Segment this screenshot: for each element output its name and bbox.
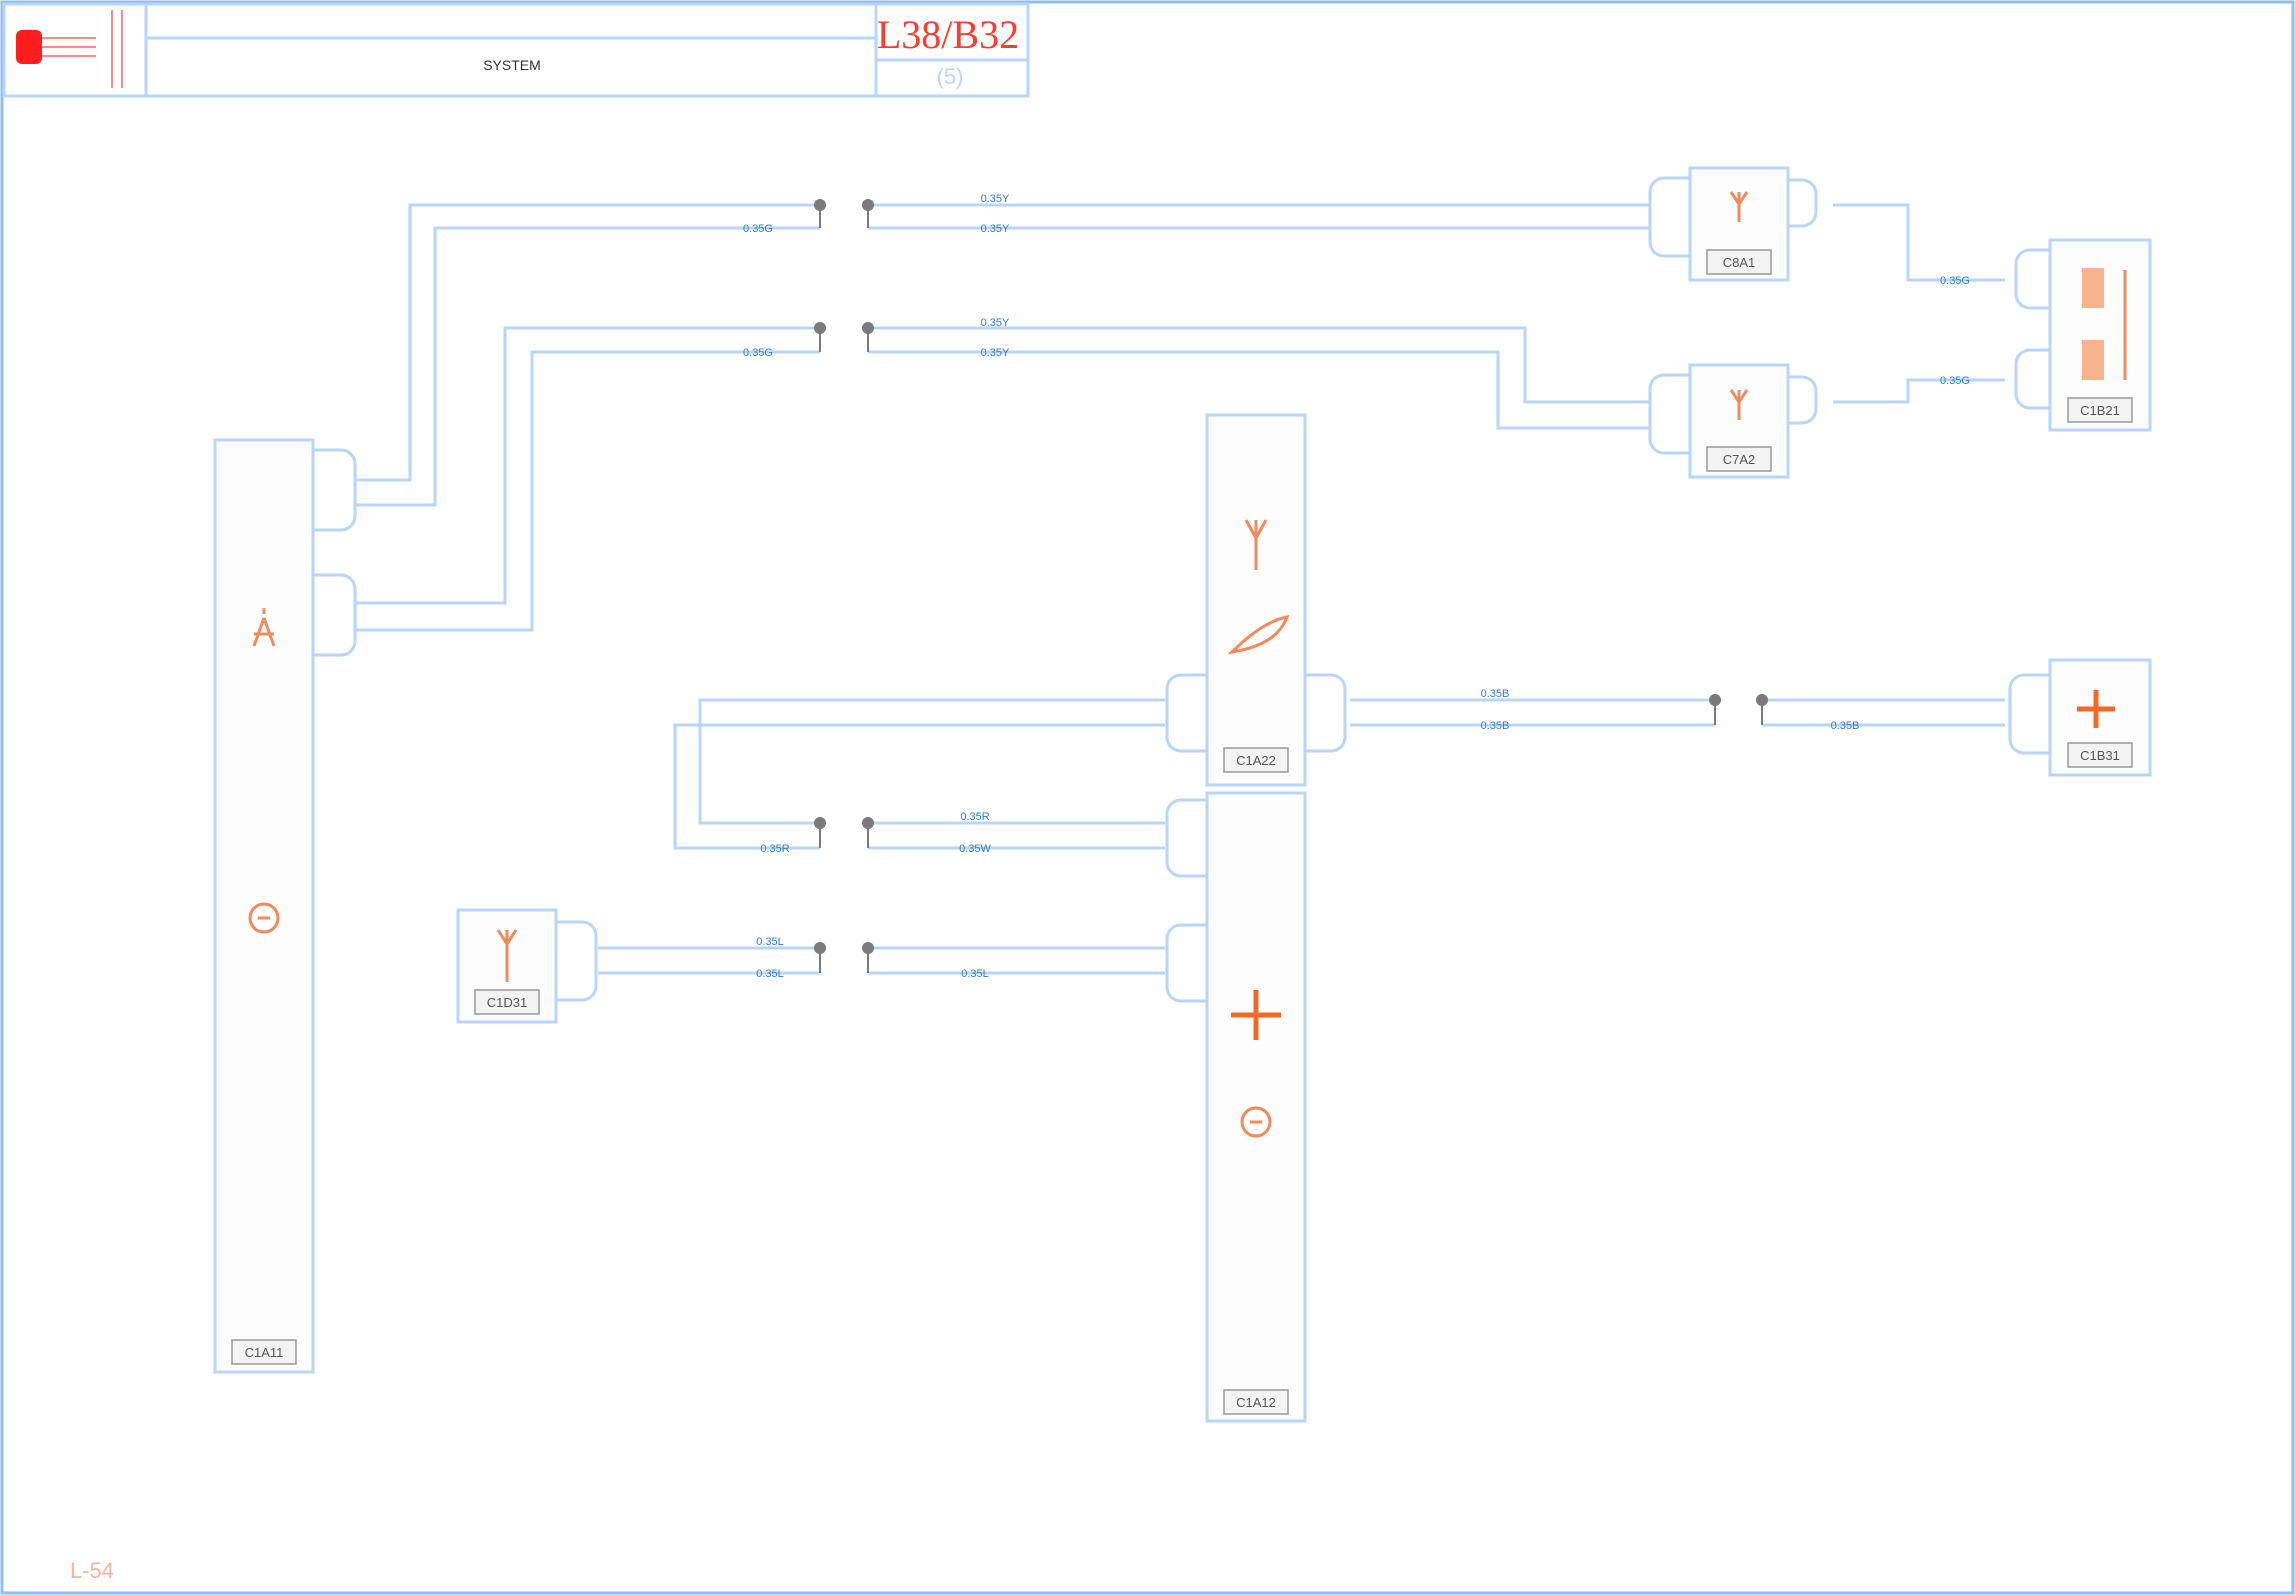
antenna-icon [1244,519,1268,570]
antenna-icon [1729,191,1749,222]
connector [1165,923,1209,1003]
joint-connector [814,322,874,352]
wire-label: 0.35L [961,968,989,980]
title-block-frame [2,2,1030,98]
wire-labels: 0.35Y 0.35G 0.35Y 0.35G 0.35Y 0.35G 0.35… [743,193,1970,980]
diagram-sub-code: (5) [937,64,964,89]
diagram-code: L38/B32 [877,12,1019,57]
joint-connector [814,942,874,973]
wire-label: 0.35G [743,347,773,359]
connector [311,448,357,532]
top-right-sensor-1[interactable]: C8A1 [1648,166,1818,282]
connector [2008,673,2052,755]
wire-label: 0.35L [756,936,784,948]
left-control-module[interactable]: C1A11 [213,438,357,1374]
wire-label: 0.35G [1940,275,1970,287]
bottom-left-sensor[interactable]: C1D31 [456,908,598,1024]
plus-icon [2077,690,2115,728]
plus-icon [1231,990,1281,1040]
circuit-icon [248,902,280,934]
component-tag [474,989,540,1015]
antenna-icon [1729,389,1749,420]
component-code: C1A12 [1236,1395,1276,1410]
connector [1303,673,1347,753]
wire-label: 0.35Y [981,223,1010,235]
component-tag [1223,747,1289,773]
component-tag [1706,446,1772,472]
wire-label: 0.35G [743,223,773,235]
wire-label: 0.35L [756,968,784,980]
component-tag [2067,397,2133,423]
connector [1648,373,1692,455]
antenna-icon [252,608,276,647]
switch-icon [2082,268,2127,380]
center-receiver-module[interactable]: C1A22 [1165,413,1347,787]
component-tag [231,1339,297,1365]
connector [1165,798,1209,878]
wire-label: 0.35B [1831,720,1860,732]
sensor-icon [1227,615,1290,655]
wire-label: 0.35B [1481,720,1510,732]
right-switch-group[interactable]: C1B21 [2014,238,2152,432]
wire-label: 0.35R [960,811,989,823]
component-code: C1A11 [245,1345,284,1360]
system-name: SYSTEM [483,57,541,73]
title-block: SYSTEM L38/B32 (5) [2,2,1030,98]
component-tag [2067,742,2133,768]
component-code: C7A2 [1723,452,1756,467]
component-code: C1B31 [2080,748,2120,763]
wire-label: 0.35B [1481,688,1510,700]
component-tag [1223,1389,1289,1415]
mid-right-actuator[interactable]: C1B31 [2008,658,2152,777]
wire-label: 0.35G [1940,375,1970,387]
connector [1165,673,1209,753]
circuit-icon [1240,1106,1272,1138]
joint-connector [814,199,874,228]
connector [554,920,598,1002]
page-reference: L-54 [70,1558,114,1583]
connector [2014,348,2052,410]
connector [311,573,357,657]
joint-connector [814,817,874,848]
component-code: C1B21 [2080,403,2120,418]
connector [1648,176,1692,258]
connector [1786,375,1818,425]
joint-connectors [814,199,1768,973]
connector [1786,178,1818,228]
antenna-icon [496,929,518,982]
brand-logo [16,10,123,88]
wire-label: 0.35Y [981,193,1010,205]
center-control-module[interactable]: C1A12 [1165,791,1307,1423]
wire-label: 0.35R [760,843,789,855]
component-code: C1D31 [487,995,527,1010]
component-tag [1706,249,1772,275]
wire-label: 0.35Y [981,317,1010,329]
wire-label: 0.35Y [981,347,1010,359]
wire-harness [355,203,2005,975]
connector [2014,248,2052,310]
component-code: C8A1 [1723,255,1756,270]
top-right-sensor-2[interactable]: C7A2 [1648,363,1818,479]
joint-connector [1709,694,1768,725]
wire-label: 0.35W [959,843,991,855]
component-code: C1A22 [1236,753,1276,768]
